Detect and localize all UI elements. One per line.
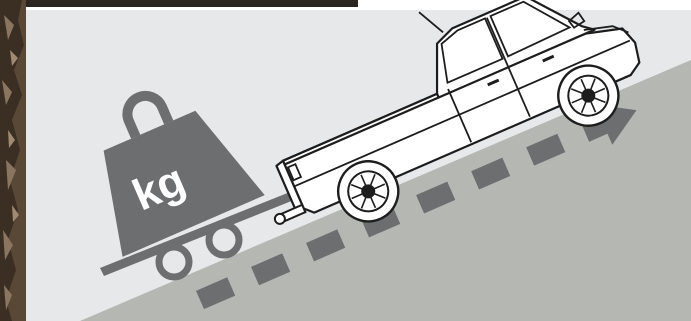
trailer-wheel-left — [159, 247, 189, 277]
trailer-wheel-right — [209, 225, 239, 255]
rock-texture-left — [0, 0, 26, 321]
top-dark-strip — [26, 0, 358, 7]
